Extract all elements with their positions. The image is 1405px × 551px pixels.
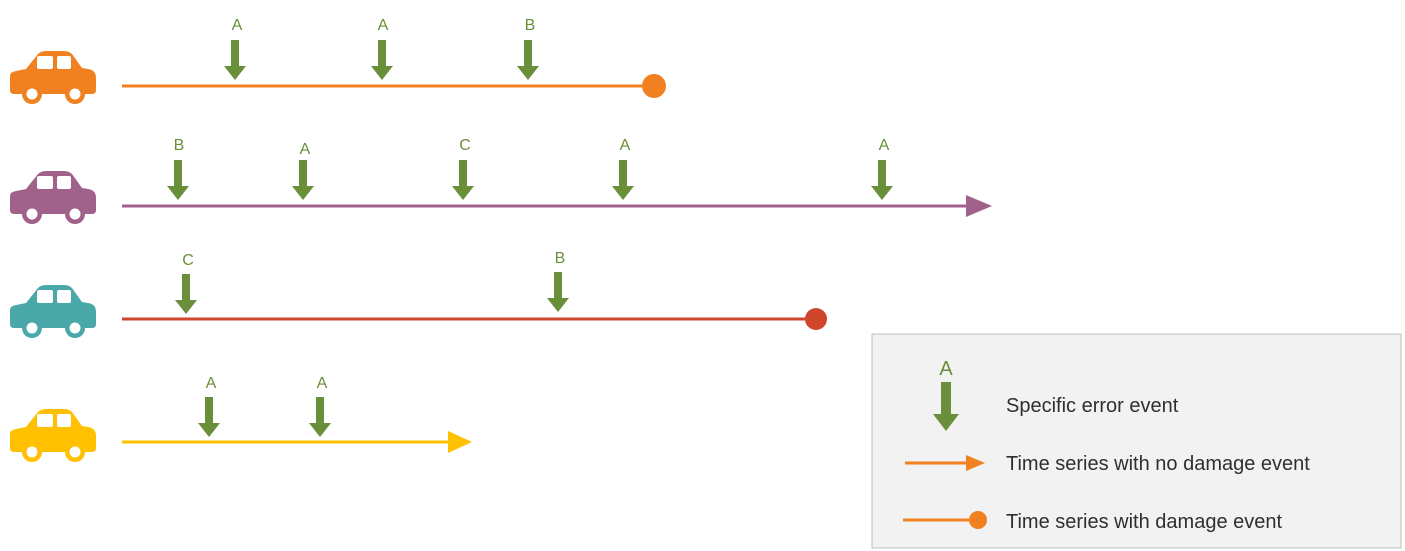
error-event-arrow: A	[292, 141, 314, 200]
error-event-arrow: B	[547, 250, 569, 312]
timeline-row-3: C B	[10, 250, 827, 338]
error-event-arrow-icon	[933, 382, 959, 431]
error-event-arrow: A	[198, 375, 220, 437]
car-icon	[10, 51, 96, 104]
no-damage-arrowhead	[966, 195, 992, 217]
error-event-arrow: A	[371, 17, 393, 80]
legend-label-error-event: Specific error event	[1006, 395, 1179, 417]
timeline-row-2: B A C A A	[10, 137, 992, 224]
error-event-label: A	[317, 375, 328, 392]
error-event-arrow: A	[309, 375, 331, 437]
error-event-label: A	[206, 375, 217, 392]
car-icon	[10, 409, 96, 462]
timeline-row-4: A A	[10, 375, 472, 462]
error-event-label: B	[525, 17, 536, 34]
error-event-arrow: A	[612, 137, 634, 200]
no-damage-arrowhead	[448, 431, 472, 453]
legend-event-letter: A	[939, 358, 953, 380]
car-icon	[10, 285, 96, 338]
error-event-label: C	[182, 252, 194, 269]
damage-event-dot	[642, 74, 666, 98]
car-icon	[10, 171, 96, 224]
legend-box	[871, 333, 1402, 549]
timeline-row-1: A A B	[10, 17, 666, 104]
error-event-label: A	[232, 17, 243, 34]
damage-event-dot	[805, 308, 827, 330]
error-event-label: A	[378, 17, 389, 34]
error-event-label: B	[555, 250, 566, 267]
legend: A Specific error event Time series with …	[871, 333, 1402, 549]
error-event-arrow: B	[167, 137, 189, 200]
error-event-label: C	[459, 137, 471, 154]
error-event-arrow: A	[871, 137, 893, 200]
error-event-label: A	[620, 137, 631, 154]
error-event-label: A	[879, 137, 890, 154]
legend-label-no-damage: Time series with no damage event	[1006, 453, 1310, 475]
error-event-arrow: B	[517, 17, 539, 80]
error-event-arrow: A	[224, 17, 246, 80]
error-event-arrow: C	[175, 252, 197, 314]
error-event-arrow: C	[452, 137, 474, 200]
line-arrow-head-icon	[966, 455, 985, 471]
line-dot-end-icon	[969, 511, 987, 529]
error-event-label: B	[174, 137, 185, 154]
legend-label-damage: Time series with damage event	[1006, 511, 1282, 533]
error-event-label: A	[300, 141, 311, 158]
